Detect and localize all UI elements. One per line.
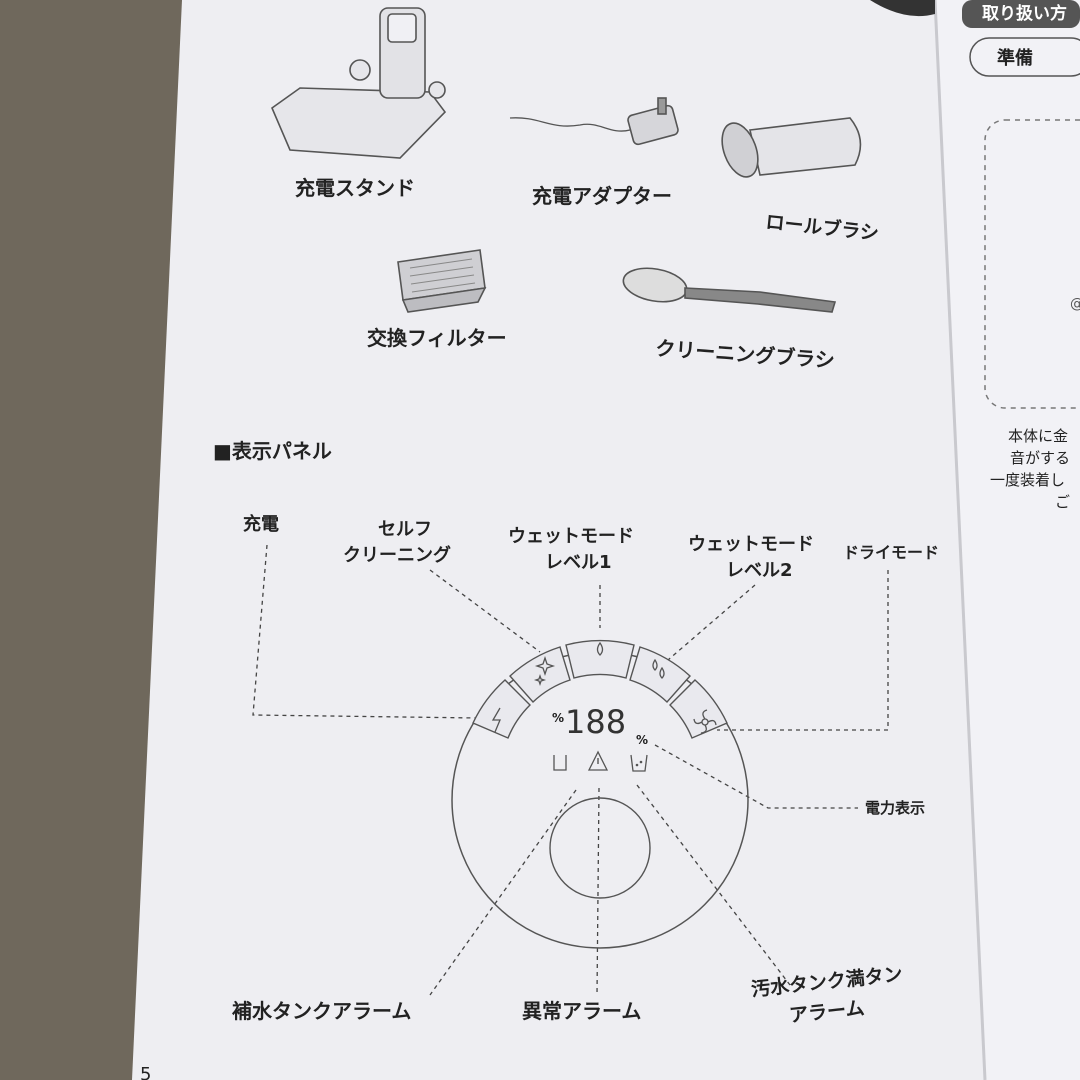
panel-heading: ■表示パネル <box>213 439 332 463</box>
percent-left: % <box>552 711 564 725</box>
power-button-circle <box>549 797 651 899</box>
display-panel: % 188 % <box>451 639 749 949</box>
label-power: 電力表示 <box>865 799 925 817</box>
label-wet1-2: レベル1 <box>545 552 612 573</box>
segment-charge <box>472 679 531 739</box>
section-pill <box>969 37 1080 77</box>
label-error-alarm: 異常アラーム <box>522 999 641 1023</box>
right-line-2: 音がする <box>1010 449 1070 467</box>
label-charge: 充電 <box>243 513 279 535</box>
roll-brush-illustration <box>721 117 862 178</box>
charge-icon <box>491 707 501 733</box>
right-line-3: 一度装着し <box>990 471 1065 489</box>
filter-illustration <box>397 249 487 313</box>
left-page <box>132 0 985 1080</box>
right-line-1: 本体に金 <box>1008 427 1068 445</box>
label-water-alarm: 補水タンクアラーム <box>231 999 411 1023</box>
cleaning-brush-illustration <box>622 267 837 313</box>
segment-wet1 <box>565 639 635 679</box>
battery-digits: 188 <box>565 703 626 741</box>
right-page <box>935 0 1080 1080</box>
adapter-label: 充電アダプター <box>532 184 672 208</box>
percent-right: % <box>636 733 648 747</box>
label-wet2-2: レベル2 <box>726 560 793 581</box>
label-self-clean-2: クリーニング <box>343 544 451 566</box>
right-line-4: ご <box>1055 493 1070 511</box>
stand-illustration <box>271 7 447 159</box>
right-tab <box>962 0 1080 28</box>
warning-icon <box>587 750 609 771</box>
filter-label: 交換フィルター <box>367 326 507 350</box>
svg-text:@: @ <box>1070 296 1080 312</box>
label-dry: ドライモード <box>843 543 939 562</box>
double-drop-icon <box>652 658 665 679</box>
segment-dry <box>669 679 728 739</box>
fan-icon <box>693 709 717 734</box>
sparkle-icon <box>533 655 556 687</box>
right-tab-label: 取り扱い方 <box>982 3 1067 24</box>
label-wet2-1: ウェットモード <box>688 534 814 555</box>
dashed-box <box>984 119 1080 409</box>
stand-label: 充電スタンド <box>295 176 415 200</box>
section-label: 準備 <box>997 47 1033 69</box>
label-self-clean-1: セルフ <box>378 519 432 540</box>
label-wet1-1: ウェットモード <box>508 526 634 547</box>
water-drop-icon <box>596 641 604 656</box>
water-tank-icon <box>553 755 567 771</box>
adapter-illustration <box>509 97 679 146</box>
page-number: 5 <box>140 1064 151 1080</box>
dirty-tank-icon <box>630 754 648 772</box>
